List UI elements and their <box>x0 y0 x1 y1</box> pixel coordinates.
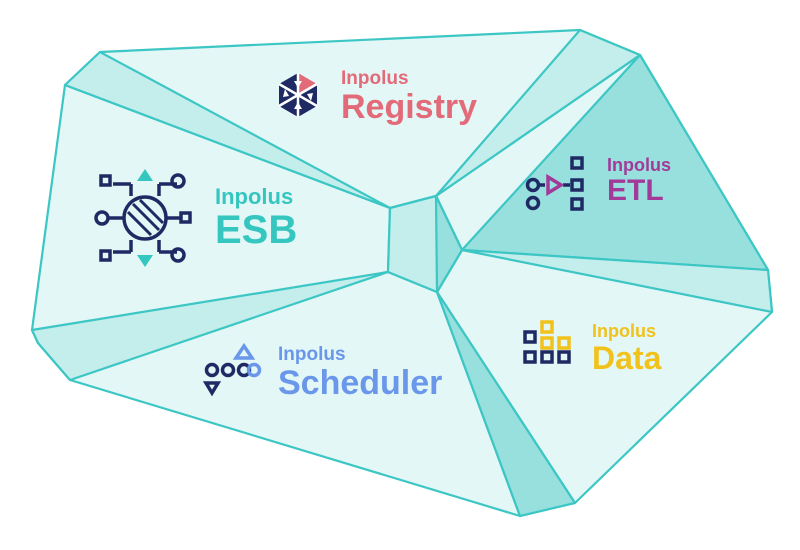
esb-brand: Inpolus <box>215 184 294 209</box>
data-label: Inpolus Data <box>592 322 661 374</box>
etl-flow-icon <box>525 156 584 211</box>
etl-product: ETL <box>607 174 664 207</box>
facet-bottom-left-bevel <box>30 270 390 382</box>
facet-top-right-bevel <box>434 28 642 198</box>
center-hub-inner <box>434 194 464 294</box>
scheduler-brand: Inpolus <box>278 344 346 365</box>
registry-brand: Inpolus <box>341 68 409 89</box>
data-brand: Inpolus <box>592 321 656 341</box>
network-hub-icon <box>94 169 192 267</box>
scheduler-shapes-icon <box>202 342 262 397</box>
data-blocks-icon <box>523 320 571 364</box>
crystal-faces <box>30 28 774 518</box>
data-product: Data <box>592 340 662 376</box>
etl-brand: Inpolus <box>607 155 671 175</box>
triangle-hexagon-icon <box>278 73 318 117</box>
scheduler-label: Inpolus Scheduler <box>278 345 442 400</box>
etl-label: Inpolus ETL <box>607 156 671 206</box>
esb-label: Inpolus ESB <box>215 184 298 252</box>
facet-bottom-right-sliver <box>435 290 577 518</box>
registry-label: Inpolus Registry <box>341 69 477 124</box>
registry-product: Registry <box>341 88 478 126</box>
esb-product: ESB <box>215 208 298 252</box>
facet-right-lower-bevel <box>460 248 774 314</box>
scheduler-product: Scheduler <box>278 364 443 402</box>
facet-top-left-bevel <box>63 50 392 210</box>
